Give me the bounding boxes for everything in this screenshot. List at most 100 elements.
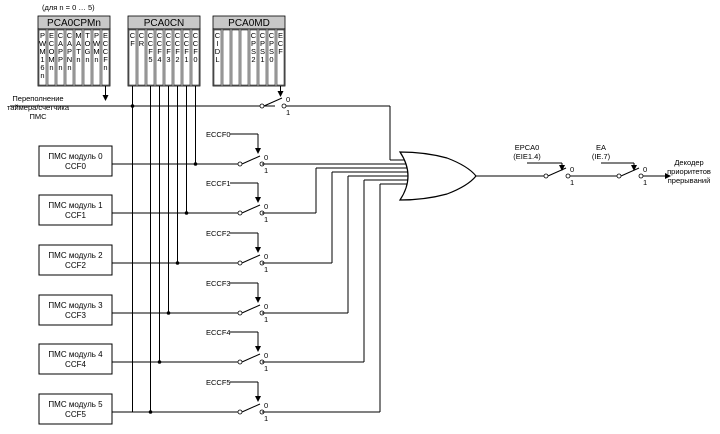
register-bit-char: C (251, 31, 257, 40)
register-bit-char: n (103, 63, 107, 72)
register-bit-char: 0 (193, 55, 197, 64)
register-bit-char: 3 (166, 55, 170, 64)
register-bit-cell (276, 29, 285, 86)
epca0-switch-state-zero: 0 (570, 165, 574, 174)
register-bit-char: G (85, 47, 91, 56)
module-switch-state-one: 1 (264, 364, 268, 373)
register-bit-char: M (93, 47, 99, 56)
register-bit-cell (249, 29, 258, 86)
register-bit-cell (213, 29, 222, 86)
register-bit-char: T (76, 47, 81, 56)
epca0-bit-label: (EIE1.4) (513, 152, 541, 161)
module-flag: CCF4 (65, 360, 86, 369)
module-name: ПМС модуль 1 (48, 201, 103, 210)
register-bit-char: 5 (148, 55, 152, 64)
register-bit-char: C (103, 39, 109, 48)
cf-switch-state-one: 1 (286, 108, 290, 117)
register-bit-cell (128, 29, 137, 86)
register-bit-cell (65, 29, 74, 86)
register-bit-char: 2 (251, 55, 255, 64)
register-bit-char: C (166, 39, 172, 48)
or-gate (398, 151, 477, 201)
register-bit-char: C (175, 39, 181, 48)
module-switch-blade (241, 353, 261, 363)
register-bit-char: S (260, 47, 265, 56)
module-box (38, 393, 113, 425)
module-name: ПМС модуль 2 (48, 251, 103, 260)
register-bit-char: n (40, 71, 44, 80)
register-bit-char: C (278, 39, 284, 48)
overflow-label-line1: Переполнение (12, 94, 63, 103)
enable-label: ECCF1 (206, 179, 231, 188)
register-bit-cell (155, 29, 164, 86)
register-pca0cpmn: PCA0CPMnPWM16nECOMnCAPPnCAPNnMATnTOGnPWM… (37, 15, 111, 87)
register-title: PCA0MD (228, 18, 270, 29)
register-bit-char: C (58, 31, 64, 40)
module-switch-blade (241, 304, 261, 314)
register-bit-cell (56, 29, 65, 86)
register-bit-char: 6 (40, 63, 44, 72)
junction-dot (130, 104, 135, 108)
register-bit-cell (38, 29, 47, 86)
epca0-label: EPCA0 (515, 143, 540, 152)
module-switch-left-terminal (237, 310, 243, 316)
module-flag: CCF0 (65, 162, 86, 171)
register-bit-cell (74, 29, 83, 86)
register-title: PCA0CN (144, 18, 185, 29)
register-bit-char: 1 (184, 55, 188, 64)
note-top: (для n = 0 … 5) (42, 3, 95, 12)
register-bit-char: P (269, 39, 274, 48)
register-bit-char: C (175, 31, 181, 40)
register-bit-char: P (67, 47, 72, 56)
enable-label: ECCF5 (206, 378, 231, 387)
module-box (38, 343, 113, 375)
register-bit-char: F (193, 47, 198, 56)
module-switch-state-zero: 0 (264, 351, 268, 360)
register-bit-cell (137, 29, 146, 86)
output-label-line1: Декодер (674, 158, 703, 167)
register-bit-char: C (67, 31, 73, 40)
register-bit-char: A (67, 39, 72, 48)
register-bit-char: F (157, 47, 162, 56)
cf-switch-state-zero: 0 (286, 95, 290, 104)
register-bit-cell (47, 29, 56, 86)
register-bit-char: C (215, 31, 221, 40)
register-bit-char: N (67, 55, 72, 64)
enable-label: ECCF3 (206, 279, 231, 288)
register-bit-cell (267, 29, 276, 86)
register-bit-char: F (148, 47, 153, 56)
register-bit-char: C (148, 31, 154, 40)
register-bit-char: F (103, 55, 108, 64)
register-bit-cell (222, 29, 231, 86)
register-bit-char: M (48, 55, 54, 64)
module-switch-state-zero: 0 (264, 202, 268, 211)
module-flag: CCF2 (65, 261, 86, 270)
register-bit-char: L (215, 55, 219, 64)
register-bit-char: 4 (157, 55, 161, 64)
ea-switch-left-terminal (616, 173, 622, 179)
output-label-line3: прерываний (668, 176, 711, 185)
module-flag: CCF1 (65, 211, 86, 220)
module-switch-blade (241, 254, 261, 264)
module-box (38, 244, 113, 276)
register-bit-char: I (216, 39, 218, 48)
register-bit-char: C (184, 31, 190, 40)
register-bit-char: M (75, 31, 81, 40)
epca0-switch-blade (547, 167, 567, 177)
register-bit-cell (92, 29, 101, 86)
register-bit-char: C (139, 31, 145, 40)
enable-label: ECCF2 (206, 229, 231, 238)
module-switch-state-zero: 0 (264, 252, 268, 261)
register-bit-char: P (94, 31, 99, 40)
register-bit-char: W (39, 39, 47, 48)
register-bit-char: 1 (40, 55, 44, 64)
module-switch-state-one: 1 (264, 315, 268, 324)
module-switch-left-terminal (237, 359, 243, 365)
register-bit-char: P (40, 31, 45, 40)
register-bit-char: R (139, 39, 145, 48)
register-title: PCA0CPMn (47, 18, 101, 29)
register-bit-char: O (49, 47, 55, 56)
register-bit-char: C (193, 31, 199, 40)
